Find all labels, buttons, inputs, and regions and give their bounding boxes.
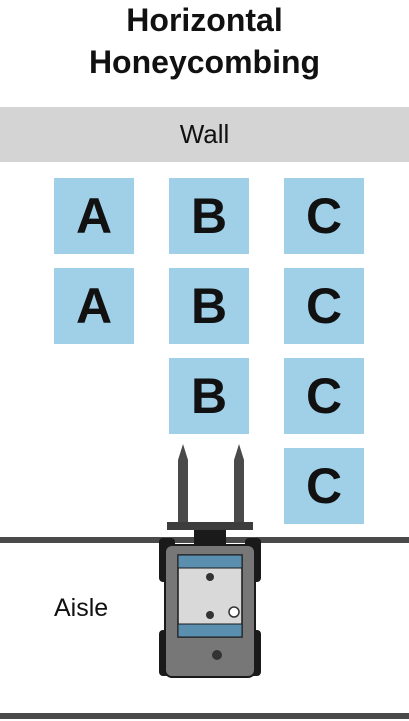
pallet-block-c-4: C bbox=[284, 448, 364, 524]
counterweight-mark bbox=[212, 650, 222, 660]
fork-left bbox=[178, 444, 188, 522]
pallet-block-c-1: C bbox=[284, 178, 364, 254]
pallet-block-a-1: A bbox=[54, 178, 134, 254]
forklift-icon bbox=[150, 440, 270, 680]
pallet-label: B bbox=[191, 367, 227, 425]
pallet-label: A bbox=[76, 187, 112, 245]
pallet-block-a-2: A bbox=[54, 268, 134, 344]
title-line-2: Honeycombing bbox=[0, 42, 409, 82]
control-knob-1 bbox=[206, 573, 214, 581]
mast bbox=[194, 530, 226, 546]
pallet-label: A bbox=[76, 277, 112, 335]
overhead-guard-rear bbox=[178, 624, 242, 637]
pallet-block-b-2: B bbox=[169, 268, 249, 344]
wall: Wall bbox=[0, 107, 409, 162]
pallet-label: C bbox=[306, 277, 342, 335]
pallet-label: B bbox=[191, 187, 227, 245]
aisle-label: Aisle bbox=[54, 594, 108, 623]
pallet-label: C bbox=[306, 457, 342, 515]
pallet-block-b-1: B bbox=[169, 178, 249, 254]
pallet-block-b-3: B bbox=[169, 358, 249, 434]
steering-wheel bbox=[229, 607, 239, 617]
control-knob-2 bbox=[206, 611, 214, 619]
aisle-bottom-line bbox=[0, 713, 409, 719]
pallet-label: C bbox=[306, 187, 342, 245]
pallet-block-c-3: C bbox=[284, 358, 364, 434]
wall-label: Wall bbox=[180, 119, 230, 150]
pallet-label: C bbox=[306, 367, 342, 425]
title-line-1: Horizontal bbox=[0, 0, 409, 40]
overhead-guard-front bbox=[178, 555, 242, 568]
fork-carriage bbox=[167, 522, 253, 530]
fork-right bbox=[234, 444, 244, 522]
pallet-block-c-2: C bbox=[284, 268, 364, 344]
pallet-label: B bbox=[191, 277, 227, 335]
